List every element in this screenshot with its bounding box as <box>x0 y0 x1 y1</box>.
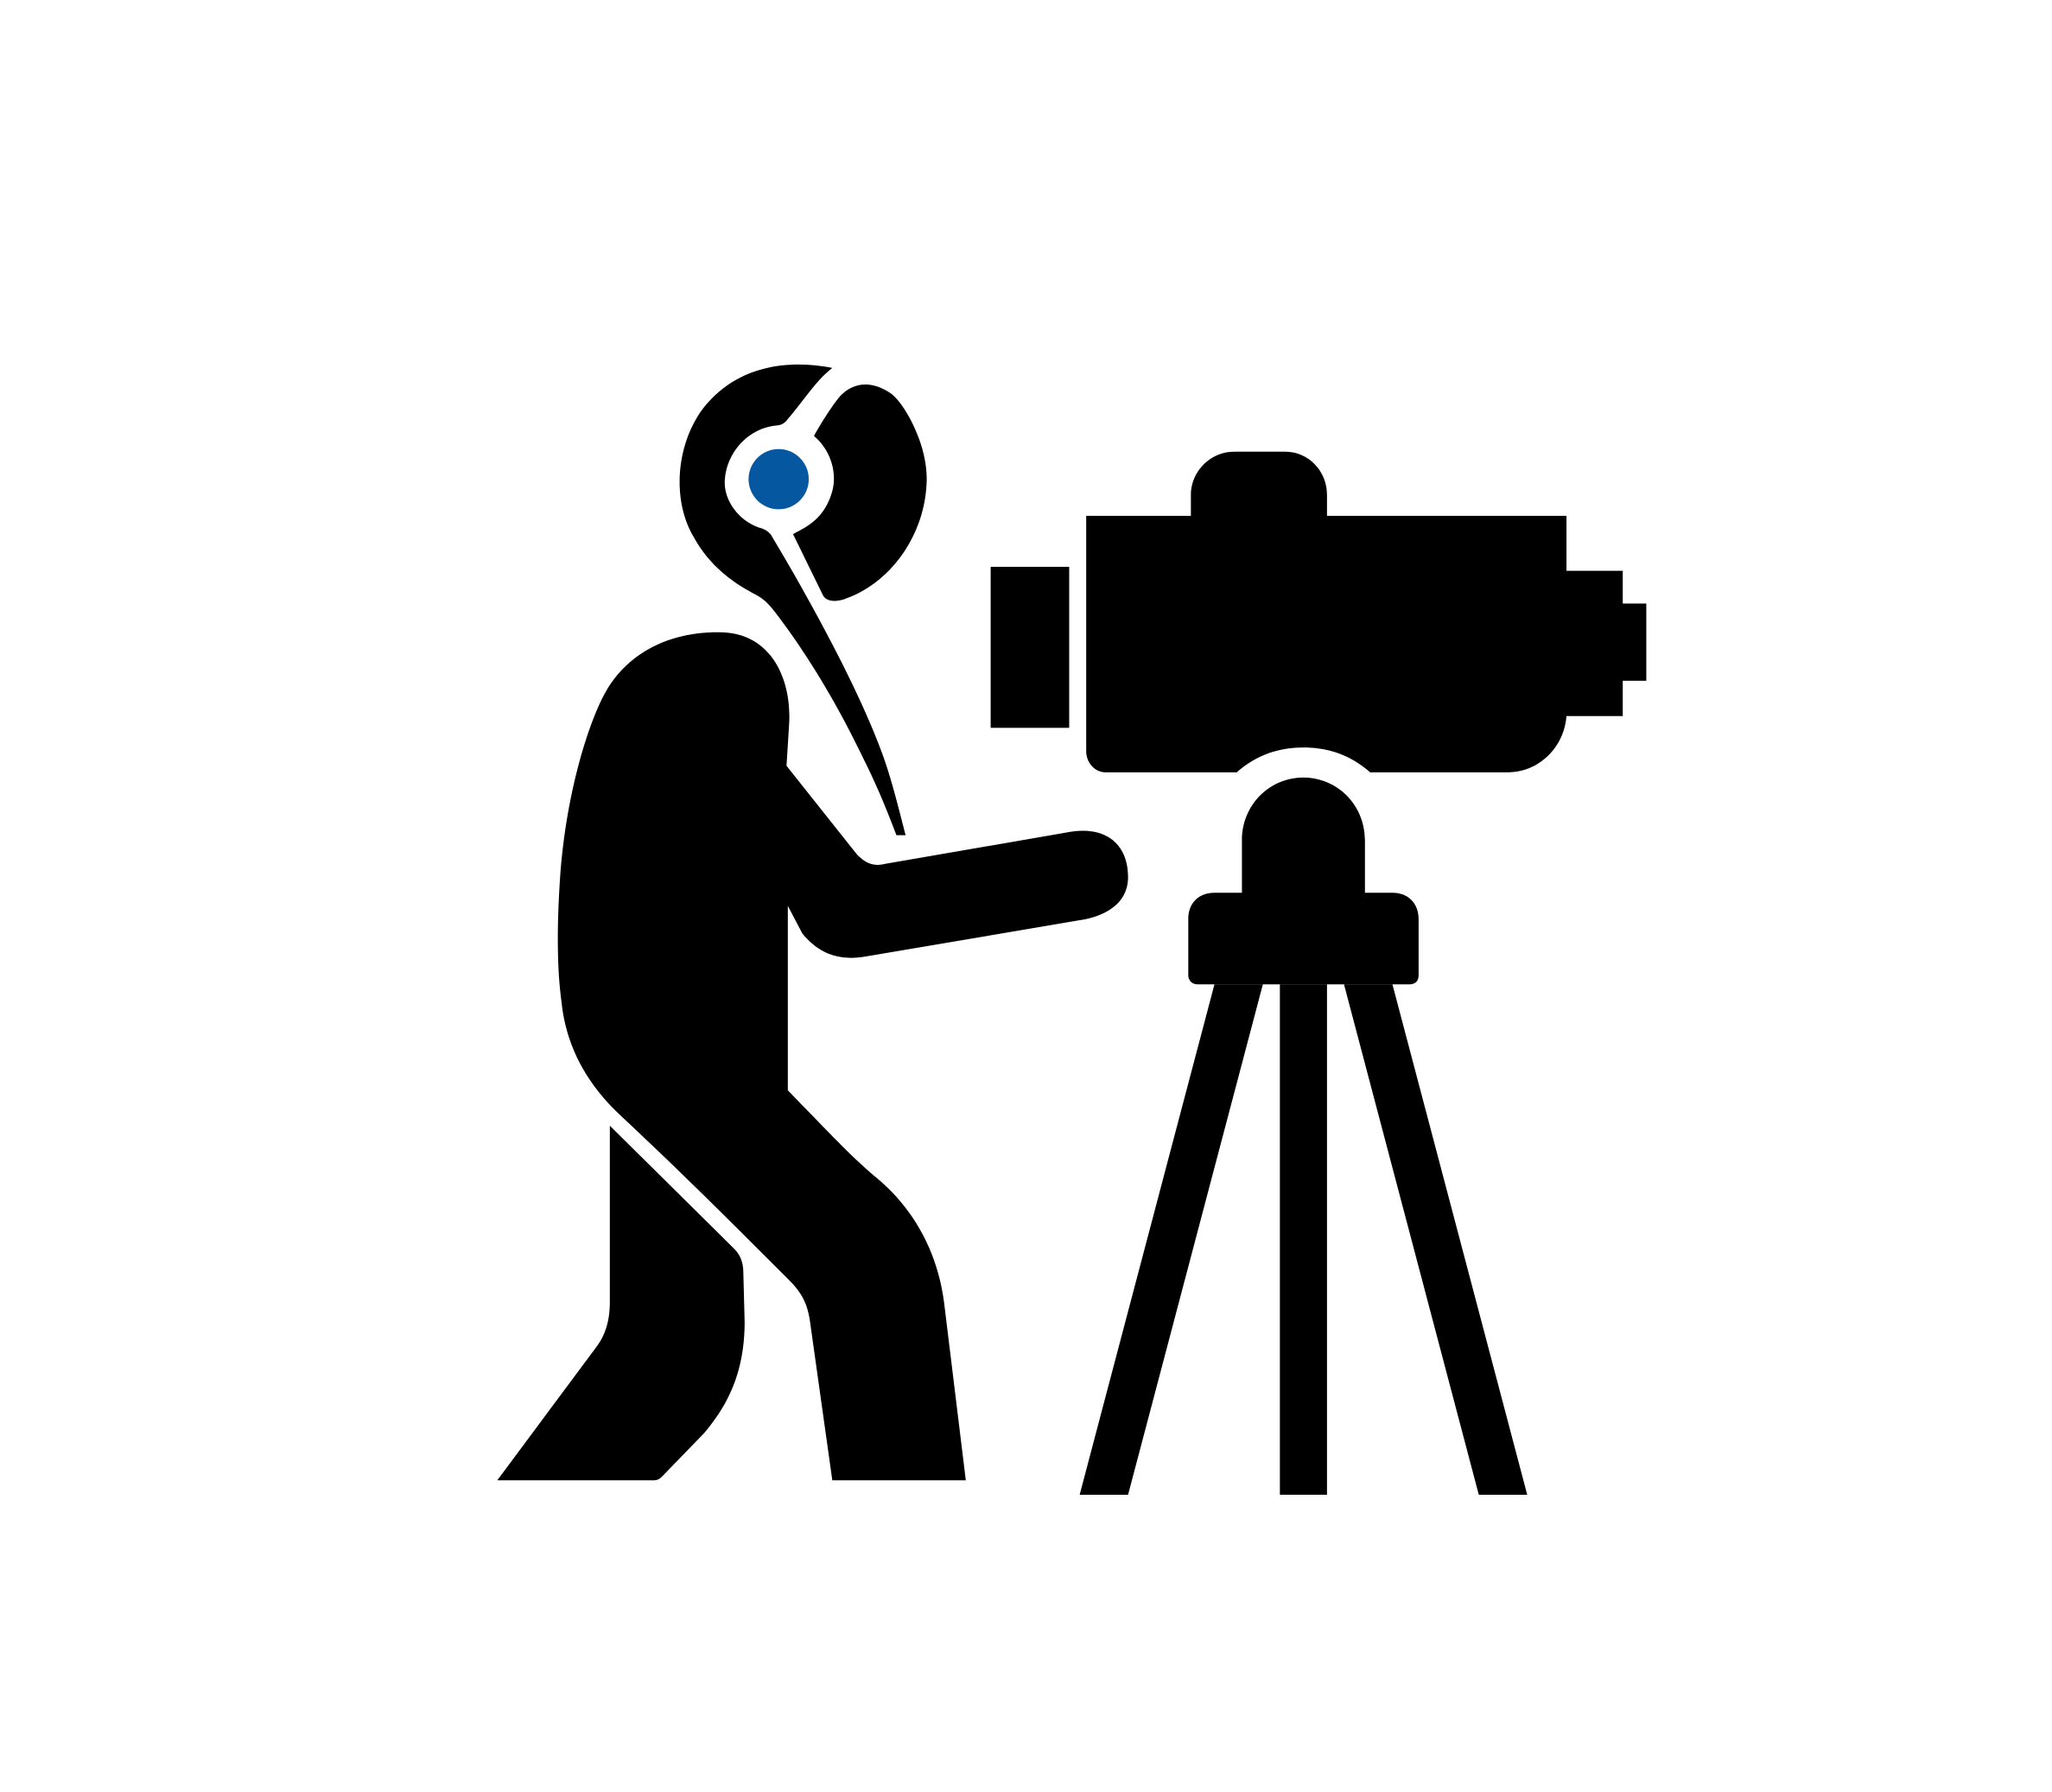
tripod-left-leg <box>1079 984 1263 1495</box>
person-with-headphones-icon <box>557 364 1128 1481</box>
camera-lens-hood <box>990 567 1070 728</box>
person-body <box>557 632 1128 1481</box>
headphone-band <box>679 364 906 836</box>
video-camera-icon <box>990 451 1647 772</box>
tripod-right-leg <box>1344 984 1528 1495</box>
tripod-head <box>1188 777 1419 985</box>
camera-body <box>1086 451 1647 772</box>
accent-dot <box>748 448 810 510</box>
tripod-center-leg <box>1280 984 1327 1495</box>
headphone-ear-cup <box>792 384 927 601</box>
stool-icon <box>497 1125 745 1481</box>
tripod-icon <box>1079 777 1528 1495</box>
